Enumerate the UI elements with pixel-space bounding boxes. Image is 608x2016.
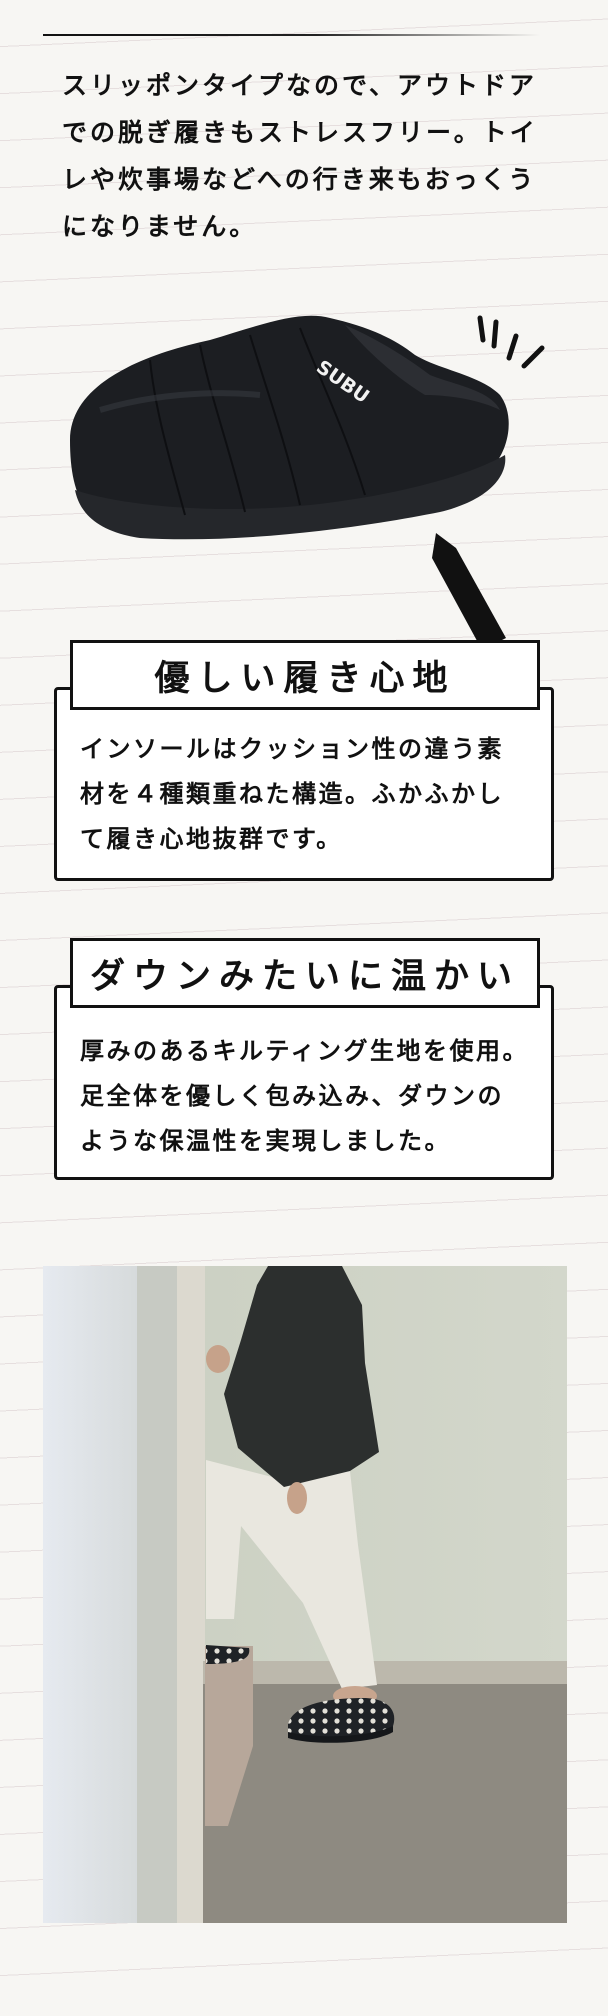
intro-line: での脱ぎ履きもストレスフリー。トイ bbox=[62, 118, 538, 147]
intro-line: になりません。 bbox=[62, 212, 258, 241]
feature-description: インソールはクッション性の違う素 材を４種類重ねた構造。ふかふかし て履き心地抜… bbox=[80, 727, 550, 862]
intro-paragraph: スリッポンタイプなので、アウトドア での脱ぎ履きもストレスフリー。トイ レや炊事… bbox=[62, 62, 562, 250]
feature-description: 厚みのあるキルティング生地を使用。 足全体を優しく包み込み、ダウンの ような保温… bbox=[80, 1029, 550, 1164]
pointer-arrow-icon bbox=[432, 533, 506, 650]
lifestyle-photo bbox=[43, 1266, 567, 1923]
feature-line: 足全体を優しく包み込み、ダウンの bbox=[80, 1082, 504, 1110]
feature-title: 優しい履き心地 bbox=[70, 640, 540, 710]
intro-line: スリッポンタイプなので、アウトドア bbox=[62, 71, 538, 100]
polka-dot-slipper-back bbox=[206, 1645, 250, 1664]
feature-line: ような保温性を実現しました。 bbox=[80, 1127, 451, 1155]
feature-card-cushion bbox=[54, 687, 554, 881]
slipper-product-image: SUBU bbox=[70, 315, 545, 540]
emphasis-marks-icon bbox=[477, 315, 545, 369]
section-divider bbox=[43, 34, 540, 36]
feature-line: 材を４種類重ねた構造。ふかふかし bbox=[80, 780, 504, 808]
intro-line: レや炊事場などへの行き来もおっくう bbox=[62, 165, 537, 194]
feature-title: ダウンみたいに温かい bbox=[70, 938, 540, 1008]
feature-line: インソールはクッション性の違う素 bbox=[80, 735, 504, 763]
feature-card-warmth bbox=[54, 985, 554, 1180]
polka-dot-slipper-front bbox=[288, 1698, 395, 1738]
feature-line: て履き心地抜群です。 bbox=[80, 825, 343, 853]
feature-line: 厚みのあるキルティング生地を使用。 bbox=[80, 1037, 530, 1065]
